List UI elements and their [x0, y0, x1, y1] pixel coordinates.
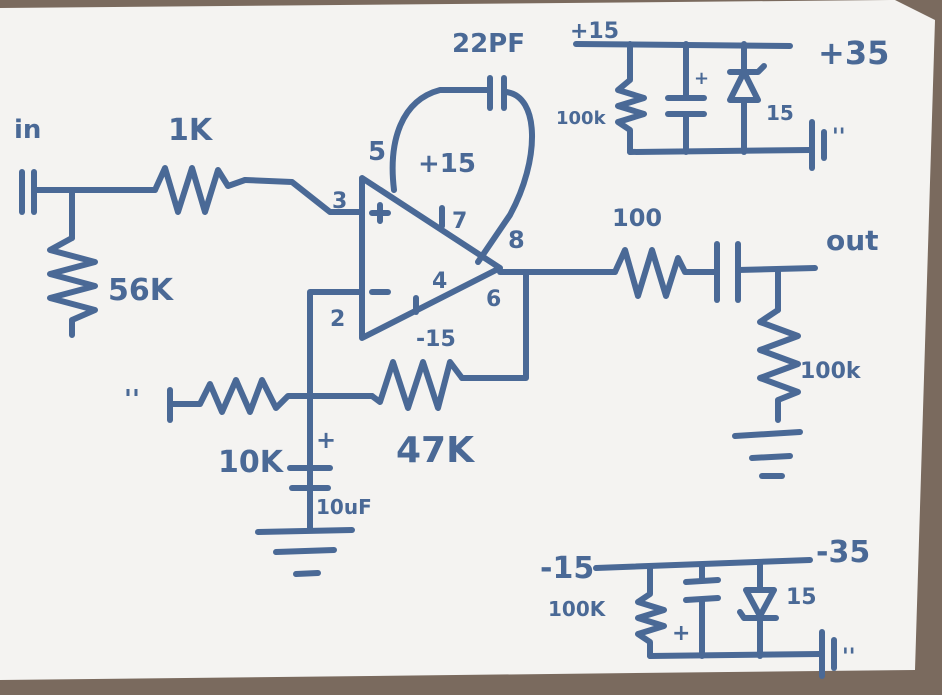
pos-regulator-capacitor: [665, 41, 707, 155]
label-pin-3: 3: [332, 189, 347, 214]
label-neg-reg-zener: 15: [786, 585, 817, 610]
neg-regulator-resistor: [635, 563, 667, 659]
ground-symbol-right: [732, 429, 803, 479]
label-neg-reg-r: 100K: [548, 597, 607, 621]
label-pos-reg-tick: '': [832, 125, 845, 150]
bias-resistor-56k: [47, 235, 98, 338]
compensation-loop-left: [389, 87, 491, 193]
ground-symbol-left: [255, 527, 355, 577]
label-pin-6: 6: [486, 287, 501, 312]
label-pin-4: 4: [432, 269, 447, 294]
label-r-ground-leg-10k: 10K: [218, 445, 285, 480]
label-neg-reg-tick: '': [842, 645, 855, 670]
opamp-triangle: [359, 175, 503, 341]
input-resistor-1k: [152, 165, 248, 215]
compensation-loop-right: [475, 89, 535, 265]
label-supply-pos-opamp: +15: [418, 149, 476, 179]
paper-sheet: [0, 0, 935, 680]
label-pin-7: 7: [452, 209, 467, 234]
label-pos-reg-out: +15: [570, 19, 619, 44]
label-neg-reg-out: -15: [540, 551, 594, 586]
label-pos-reg-in: +35: [818, 34, 889, 72]
label-r-output-100: 100: [612, 204, 662, 232]
label-r-input-1k: 1K: [168, 113, 214, 148]
label-neg-reg-in: -35: [816, 535, 870, 570]
label-input: in: [14, 115, 41, 145]
label-c-decouple-plus: +: [316, 426, 336, 454]
neg-regulator-bottom-wire: [647, 651, 823, 659]
label-pin-5: 5: [368, 137, 386, 167]
feedback-node-wire: [459, 269, 529, 381]
label-tick-marks: '': [124, 385, 140, 415]
label-output: out: [826, 224, 879, 257]
label-r-bias-56k: 56K: [108, 273, 175, 308]
neg-regulator-terminal: [819, 629, 837, 679]
pos-regulator-resistor: [615, 41, 647, 155]
label-pin-8: 8: [508, 226, 525, 254]
decouple-capacitor-10uf: [287, 465, 333, 531]
ground-leg-resistor-10k: [167, 377, 313, 415]
label-neg-reg-cap-plus: +: [672, 621, 690, 646]
pos-regulator-terminal: [809, 119, 827, 171]
opamp-plus-sign: [369, 202, 391, 224]
label-pos-reg-r: 100k: [556, 108, 607, 129]
label-pin-2: 2: [330, 307, 345, 332]
pos-regulator-zener: [727, 41, 767, 155]
label-c-comp-22pf: 22PF: [452, 29, 525, 59]
wire-to-pin-3: [242, 177, 365, 215]
label-r-feedback-47k: 47K: [396, 430, 475, 471]
inverting-input-wire: [307, 289, 365, 501]
pos-regulator-bottom-wire: [627, 147, 813, 155]
label-pos-reg-zener: 15: [766, 101, 794, 125]
neg-regulator-capacitor: [683, 563, 721, 659]
label-c-decouple-10uf: 10uF: [316, 495, 372, 519]
feedback-resistor-47k: [369, 359, 465, 411]
load-resistor-100k: [757, 307, 801, 423]
label-pos-reg-cap-plus: +: [694, 68, 709, 89]
label-supply-neg-opamp: -15: [416, 327, 456, 352]
label-r-load-100k: 100k: [800, 359, 862, 384]
neg-regulator-zener: [737, 561, 779, 659]
output-resistor-100: [612, 247, 718, 299]
